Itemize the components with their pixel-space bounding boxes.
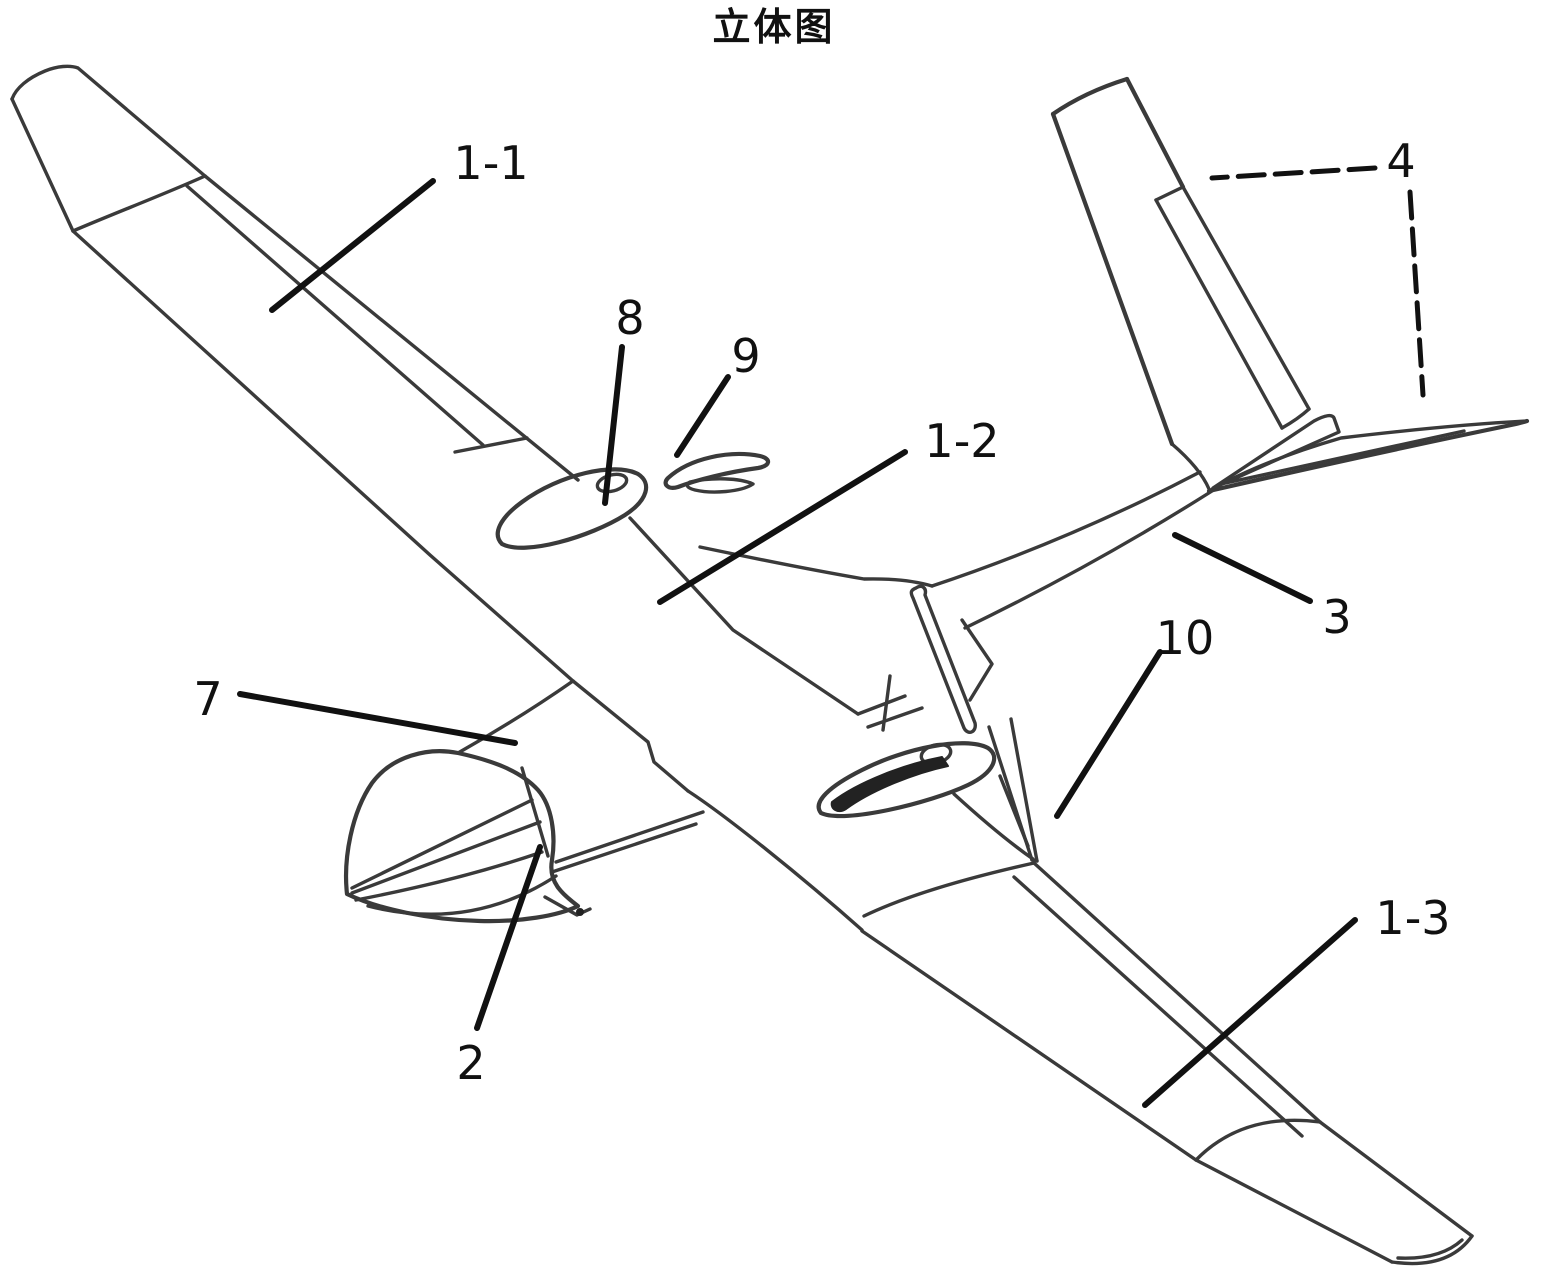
tail-boom	[930, 470, 1214, 630]
leader-line-10	[1054, 649, 1163, 819]
right-wing	[860, 861, 1474, 1266]
part-label-9: 9	[731, 329, 760, 383]
right-propeller-nacelle	[816, 584, 997, 819]
leader-line-4	[1209, 165, 1378, 181]
figure-title: 立体图	[712, 5, 835, 49]
part-label-1-2: 1-2	[924, 414, 999, 468]
left-wing	[10, 64, 580, 683]
leader-line-8	[602, 344, 625, 506]
part-label-8: 8	[615, 291, 644, 345]
fuselage	[456, 516, 934, 932]
part-label-7: 7	[193, 672, 222, 726]
leader-line-1-1	[269, 178, 436, 313]
leader-line-1-3	[1142, 917, 1358, 1108]
leader-line-2	[474, 844, 543, 1031]
part-label-4: 4	[1386, 134, 1415, 188]
leader-line-3	[1172, 532, 1313, 604]
horizontal-stabilizer	[1206, 413, 1530, 494]
leader-line-4-2	[1407, 189, 1426, 398]
leader-line-9	[674, 374, 731, 458]
leader-line-1-2	[657, 449, 908, 605]
leader-line-7	[237, 691, 518, 746]
part-label-3: 3	[1322, 590, 1351, 644]
part-label-10: 10	[1156, 611, 1215, 665]
aircraft-line-art	[10, 64, 1530, 1266]
annotation-layer: 1-1 8 9 1-2 4 3 10 7 2 1-3	[193, 134, 1451, 1108]
part-label-1-1: 1-1	[453, 136, 528, 190]
nose-pod	[343, 749, 592, 924]
left-propeller-nacelle	[495, 452, 771, 550]
part-label-1-3: 1-3	[1375, 891, 1450, 945]
part-label-2: 2	[456, 1036, 485, 1090]
pylon-strut	[952, 717, 1039, 863]
vertical-fin	[1050, 76, 1311, 491]
